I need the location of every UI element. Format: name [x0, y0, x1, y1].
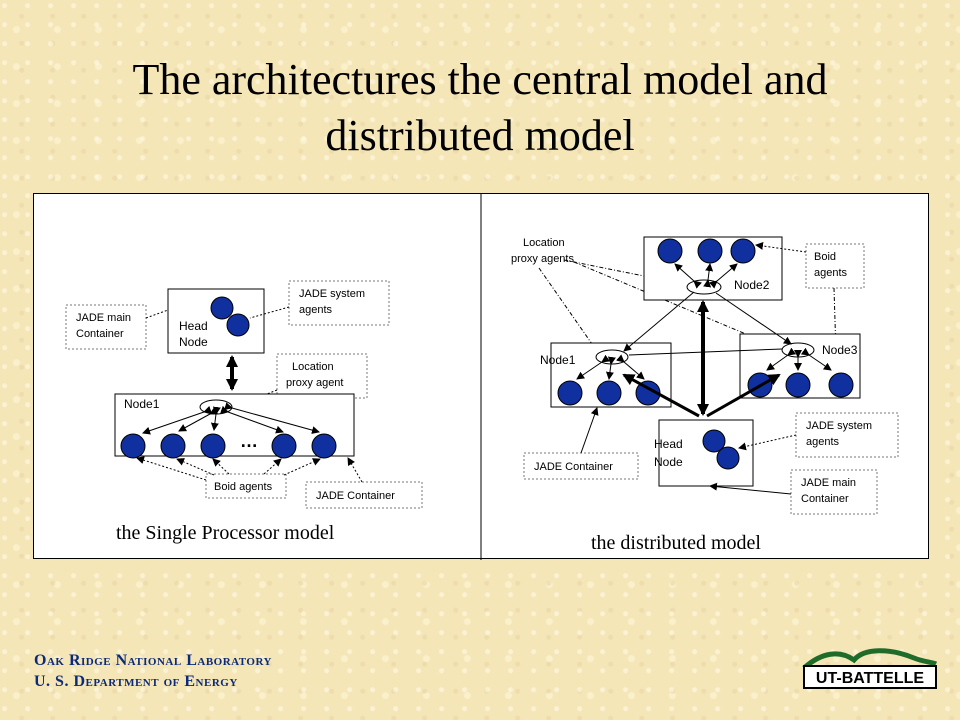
jade-system-agents-box	[288, 280, 390, 326]
jade-system-label-2: agents	[806, 436, 840, 448]
jade-system-pointer	[249, 306, 290, 319]
jade-main-container-box	[790, 469, 878, 515]
jade-main-container-box	[65, 304, 147, 350]
head-node-box	[658, 419, 754, 487]
logo-text: UT-BATTELLE	[816, 670, 924, 687]
location-proxy-agent	[199, 399, 233, 415]
title-line-2: distributed model	[325, 111, 635, 160]
proxy-link	[224, 402, 320, 434]
jade-system-label-1: JADE system	[806, 420, 872, 432]
jade-container-pointer	[580, 407, 599, 454]
jade-system-agents-box	[795, 412, 899, 458]
head-node-label-1: Head	[179, 319, 208, 333]
jade-system-label-2: agents	[299, 304, 333, 316]
location-proxy-box	[276, 353, 368, 399]
distributed-model: Location proxy agents Node2 Boid agents	[511, 236, 899, 554]
head-node-label-2: Node	[654, 455, 683, 469]
jade-system-pointer	[738, 434, 797, 451]
head-node1-link	[622, 373, 700, 418]
head-node-label-2: Node	[179, 335, 208, 349]
location-label-2: proxy agent	[286, 377, 343, 389]
node1-label: Node1	[124, 397, 160, 411]
jade-container-pointer	[347, 457, 363, 483]
node1-label: Node1	[540, 353, 576, 367]
proxy-link	[616, 354, 645, 380]
logo-plate	[803, 665, 937, 689]
distributed-model-caption: the distributed model	[591, 532, 761, 554]
single-model-caption: the Single Processor model	[116, 522, 335, 544]
boid-agent	[828, 372, 854, 398]
jade-system-label-1: JADE system	[299, 288, 365, 300]
boid-agent	[160, 433, 186, 459]
jade-main-label-1: JADE main	[801, 477, 856, 489]
boid-pointer	[755, 242, 807, 253]
proxy-link	[605, 356, 616, 380]
proxy-link	[576, 354, 611, 380]
jade-container-label: JADE Container	[534, 461, 613, 473]
node2-label: Node2	[734, 278, 770, 292]
boid-label-2: agents	[814, 267, 848, 279]
boid-pointer	[263, 458, 282, 475]
head-node3-link	[706, 373, 781, 418]
boid-pointer	[212, 458, 230, 475]
boid-agent	[596, 380, 622, 406]
proxy-link	[800, 347, 832, 371]
boid-agent	[785, 372, 811, 398]
proxy-link	[766, 347, 797, 371]
lab-name: Oak Ridge National Laboratory	[34, 652, 272, 669]
location-proxies-label-1: Location	[523, 237, 565, 249]
system-agent	[702, 429, 726, 453]
ut-battelle-logo: UT-BATTELLE	[802, 648, 938, 689]
boid-agent	[657, 238, 683, 264]
location-pointer	[538, 267, 600, 355]
system-agent	[210, 296, 234, 320]
location-proxy-agent	[686, 279, 722, 295]
boid-pointer	[283, 458, 321, 476]
boid-pointer	[176, 458, 215, 476]
boid-pointer	[136, 456, 207, 481]
proxy-interconnect	[715, 292, 792, 345]
jade-container-box	[305, 481, 423, 509]
location-label-1: Location	[292, 361, 334, 373]
department-name: U. S. Department of Energy	[34, 673, 238, 690]
boid-label-1: Boid	[814, 251, 836, 263]
boid-agent	[311, 433, 337, 459]
architecture-diagram: JADE main Container Head Node JADE syste…	[65, 194, 899, 560]
boid-agent	[697, 238, 723, 264]
head-node-label-1: Head	[654, 437, 683, 451]
boid-agents-box	[805, 243, 865, 289]
node3-label: Node3	[822, 343, 858, 357]
boid-agent	[120, 433, 146, 459]
jade-main-pointer	[145, 309, 169, 319]
jade-main-label-2: Container	[801, 493, 849, 505]
system-agent	[226, 313, 250, 337]
logo-mountain-icon	[802, 648, 938, 670]
boid-agents-box	[205, 473, 287, 499]
single-processor-model: JADE main Container Head Node JADE syste…	[65, 280, 423, 544]
jade-main-pointer	[709, 482, 792, 495]
jade-main-label-1: JADE main	[76, 312, 131, 324]
boid-agent	[200, 433, 226, 459]
slide-title: The architectures the central model and …	[0, 52, 960, 164]
diagram-panel: JADE main Container Head Node JADE syste…	[33, 193, 929, 560]
proxy-interconnect	[623, 291, 695, 352]
ellipsis-label: …	[240, 431, 258, 451]
system-agent	[716, 446, 740, 470]
proxy-link	[674, 263, 702, 289]
boid-agent	[730, 238, 756, 264]
location-proxies-label-2: proxy agents	[511, 253, 574, 265]
boid-agents-label: Boid agents	[214, 481, 273, 493]
footer: Oak Ridge National Laboratory U. S. Depa…	[34, 650, 272, 692]
boid-agent	[271, 433, 297, 459]
jade-main-label-2: Container	[76, 328, 124, 340]
proxy-link	[178, 407, 219, 432]
title-line-1: The architectures the central model and	[132, 55, 828, 104]
location-proxy-agent	[595, 349, 629, 365]
boid-agent	[557, 380, 583, 406]
proxy-link	[709, 263, 738, 289]
jade-container-label: JADE Container	[316, 490, 395, 502]
proxy-link	[210, 406, 221, 431]
